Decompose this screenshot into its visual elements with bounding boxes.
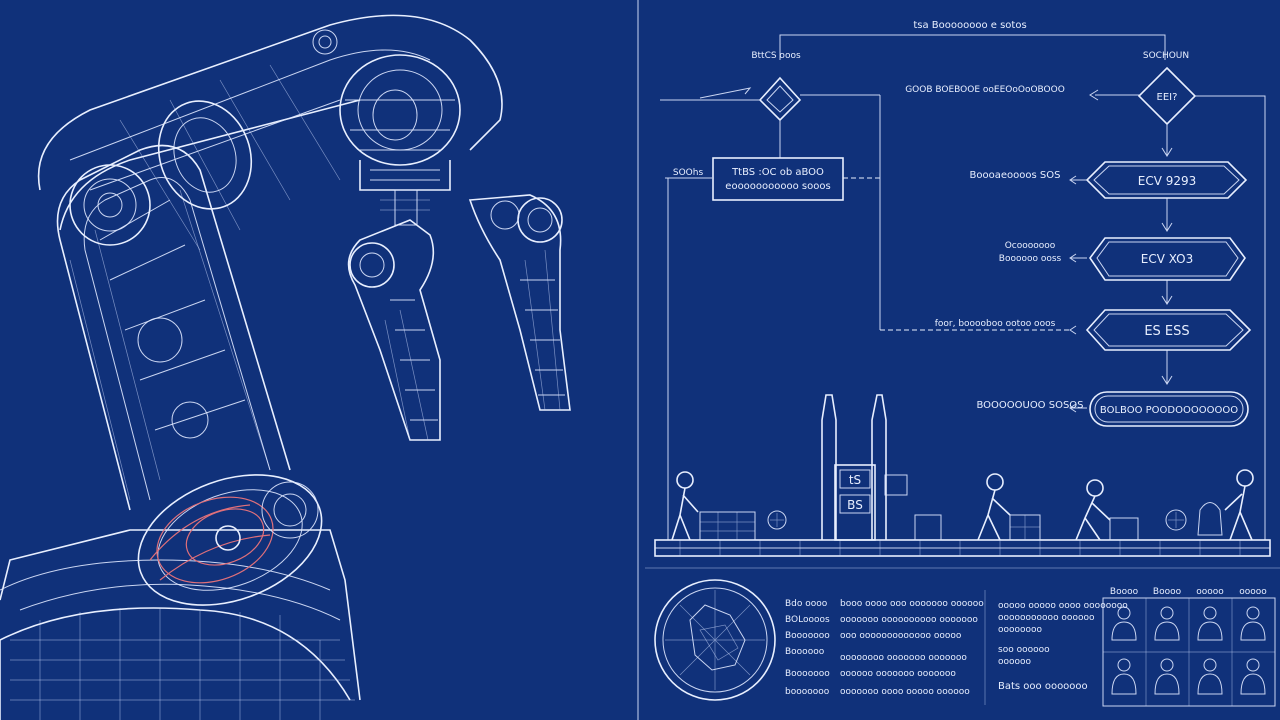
crate-1 (699, 511, 756, 541)
hex-step-2 (1089, 237, 1246, 281)
helmet-icon (1154, 658, 1180, 695)
legend-col2-row2: ooooooo oooooooooo ooooooo (840, 615, 978, 625)
legend-col2-row5: oooooo ooooooo ooooooo (840, 669, 956, 679)
helmet-icon (1111, 606, 1137, 641)
hex2-side-label-2: Boooooo ooss (999, 254, 1062, 264)
box-side-label: SOOhs (673, 168, 704, 178)
mid-label: GOOB BOEBOOE ooEEOoOoOBOOO (905, 85, 1065, 95)
hex-step-1-label: ECV 9293 (1138, 174, 1197, 188)
hex-step-1 (1085, 161, 1248, 199)
tower-right (871, 394, 887, 540)
helmet-icon (1197, 606, 1223, 641)
legend-col-2: booo oooo ooo ooooooo oooooo ooooooo ooo… (840, 599, 984, 697)
legend-col1-row4: Boooooo (785, 647, 825, 657)
robotic-arm-drawing (0, 14, 571, 720)
top-label: tsa Boooooooo e sotos (913, 20, 1026, 31)
legend-col1-row1: Bdo oooo (785, 599, 828, 609)
legend-col2-row4: oooooooo ooooooo ooooooo (840, 653, 967, 663)
icon-grid-label-1: Boooo (1110, 587, 1139, 597)
left-diamond-title: BttCS ooos (751, 51, 801, 61)
legend-col3-row3: oooooooo (998, 625, 1043, 635)
hex-step-2-label: ECV XO3 (1141, 252, 1194, 266)
legend-col1-row3: Booooooo (785, 631, 830, 641)
crate-3 (1109, 517, 1139, 541)
worker-figure-1 (671, 471, 699, 541)
legend-col2-row1: booo oooo ooo ooooooo oooooo (840, 599, 984, 609)
machine-label-2: BS (847, 498, 863, 512)
legend-col1-row2: BOLoooos (785, 615, 830, 625)
legend-col1-row5: Booooooo (785, 669, 830, 679)
tower-left (821, 394, 837, 540)
hex-step-3 (1085, 309, 1252, 351)
worker-figure-4 (1224, 469, 1254, 541)
legend-col3-row6: Bats ooo ooooooo (998, 681, 1088, 692)
terminal-pill-label: BOLBOO POODOOOOOOOO (1100, 405, 1238, 416)
process-box-line2: eooooooooooo sooos (725, 181, 830, 192)
globe-diagram (654, 579, 776, 701)
helmet-icon (1154, 606, 1180, 641)
legend-col2-row6: ooooooo oooo ooooo oooooo (840, 687, 970, 697)
legend-col1-row6: booooooo (785, 687, 830, 697)
helmet-icon (1197, 658, 1223, 695)
process-box (712, 157, 844, 201)
helmet-icon (1111, 658, 1137, 695)
machine-label-1: tS (849, 473, 861, 487)
legend-col3-row1: ooooo ooooo oooo oooooooo (998, 601, 1128, 611)
worker-figure-3 (1075, 479, 1111, 541)
right-diamond-label: EEI? (1157, 92, 1178, 103)
icon-grid-label-4: ooooo (1239, 587, 1267, 597)
production-line: tS BS (654, 394, 1271, 557)
helmet-icon (1240, 606, 1266, 641)
legend-col-3: ooooo ooooo oooo oooooooo ooooooooooo oo… (998, 601, 1128, 692)
right-diamond-title: SOCHOUN (1143, 51, 1189, 61)
gauge-2 (1165, 509, 1187, 531)
flowchart: tsa Boooooooo e sotos BttCS ooos GOOB BO… (660, 20, 1266, 540)
legend-col2-row3: ooo ooooooooooooo ooooo (840, 631, 962, 641)
top-connector (779, 34, 1166, 60)
hex2-side-label-1: Ocooooooo (1005, 241, 1056, 251)
gauge-1 (767, 510, 787, 530)
icon-grid-label-2: Boooo (1153, 587, 1182, 597)
legend-col3-row5: oooooo (998, 657, 1032, 667)
robot-figure (1197, 502, 1223, 536)
left-arrow (699, 87, 752, 99)
terminal-pill (1089, 391, 1249, 427)
dashed-line-label: foor, booooboo ootoo ooos (935, 319, 1056, 329)
legend-col3-row2: ooooooooooo oooooo (998, 613, 1095, 623)
hex-step-3-label: ES ESS (1144, 324, 1189, 339)
icon-grid-label-3: ooooo (1196, 587, 1224, 597)
right-loop-line (1195, 95, 1266, 540)
legend-col3-row4: soo oooooo (998, 645, 1050, 655)
icon-grid: Boooo Boooo ooooo ooooo (1102, 587, 1276, 707)
process-box-line1: TtBS :OC ob aBOO (731, 167, 824, 178)
machine-body (834, 464, 876, 541)
pill-side-label: BOOOOOUOO SOSOS (976, 400, 1083, 411)
worker-figure-2 (977, 473, 1011, 541)
helmet-icon (1240, 658, 1266, 695)
hex1-side-label: Boooaeoooos SOS (970, 170, 1061, 181)
legend-col-1: Bdo oooo BOLoooos Booooooo Boooooo Boooo… (785, 599, 830, 697)
